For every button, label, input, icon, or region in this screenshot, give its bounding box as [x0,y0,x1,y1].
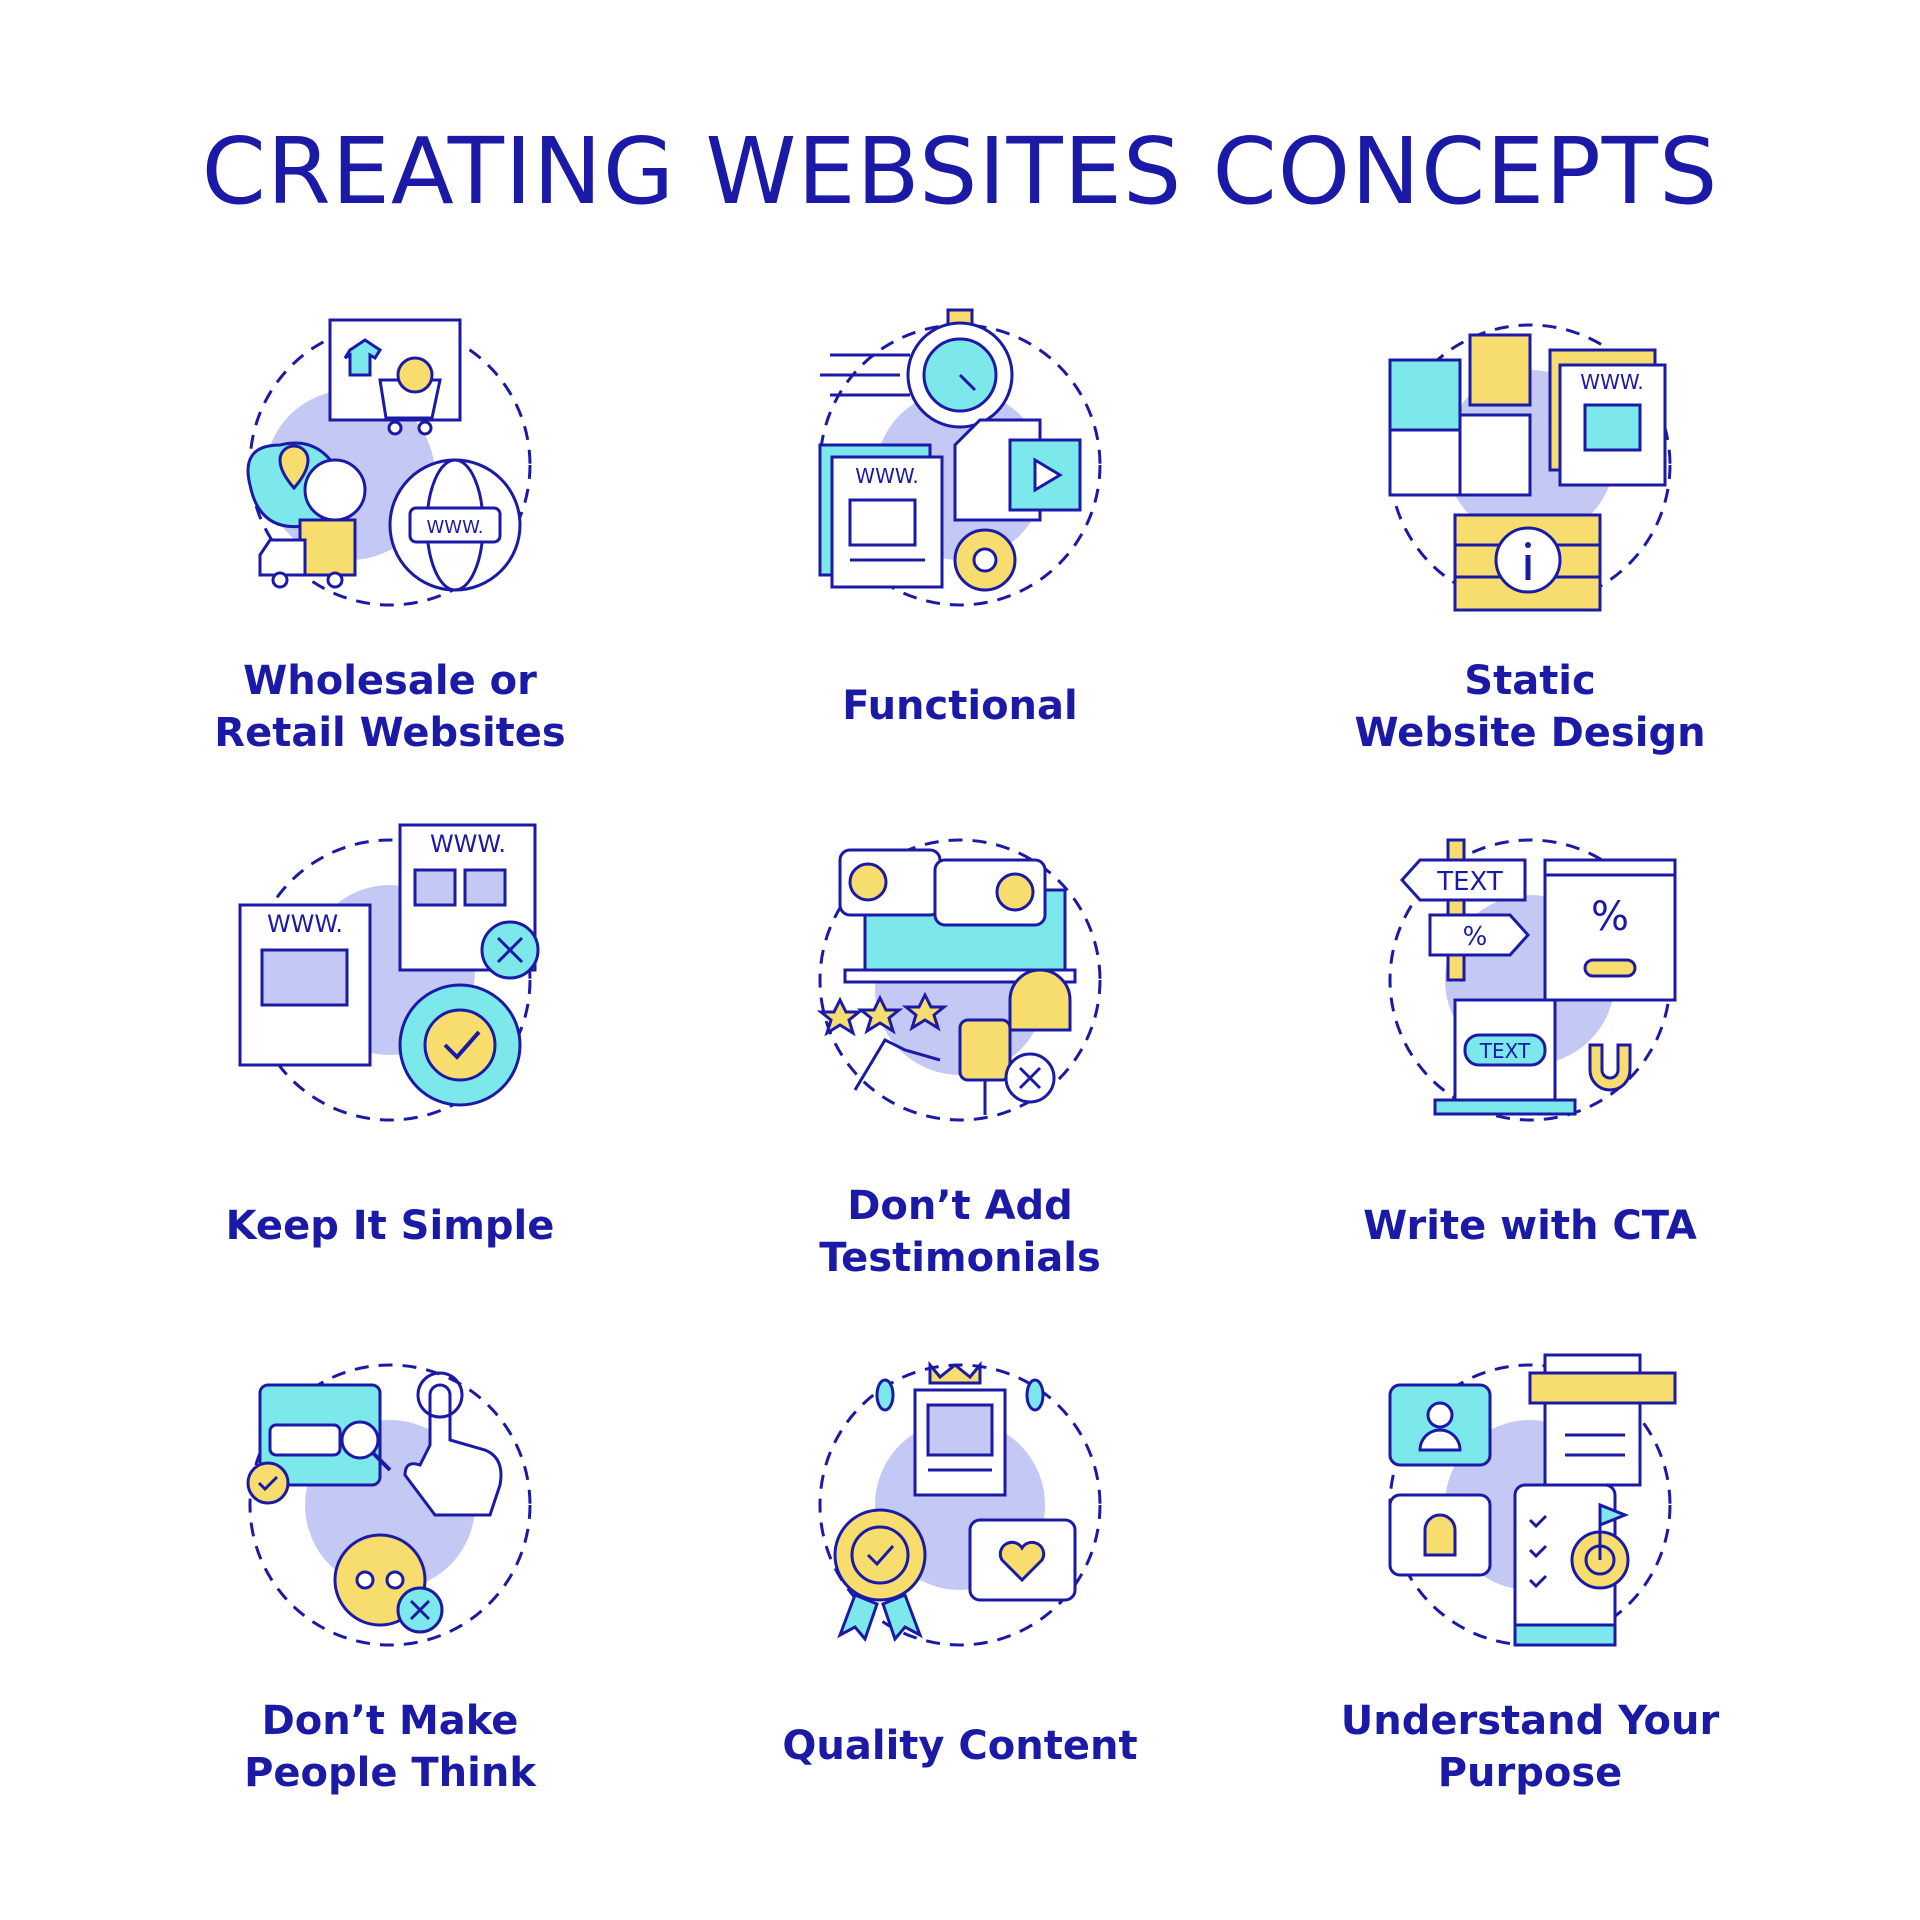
www-label: WWW. [426,517,483,538]
target-goals-icon [1380,1353,1680,1655]
concept-label: Understand Your Purpose [1250,1695,1810,1799]
signpost-discount-icon: TEXT % % TEXT [1380,830,1680,1130]
label-line-1: Quality Content [782,1723,1138,1769]
www-label: WWW. [267,910,343,938]
label-line-1: Write with CTA [1363,1203,1697,1249]
concept-label: Write with CTA [1250,1200,1810,1252]
label-line-2: Retail Websites [214,710,566,756]
label-line-2: Testimonials [819,1235,1101,1281]
concept-label: Keep It Simple [110,1200,670,1252]
stopwatch-media-icon: WWW. [810,308,1110,615]
percent-label: % [1591,894,1629,940]
www-label: WWW. [430,830,506,858]
award-content-icon [810,1355,1110,1655]
label-line-1: Don’t Make [261,1698,519,1744]
percent-label: % [1463,922,1488,952]
label-line-1: Functional [842,683,1078,729]
page-title: CREATING WEBSITES CONCEPTS [201,118,1719,225]
label-line-1: Understand Your [1340,1698,1720,1744]
shop-globe-delivery-icon: WWW. [240,315,540,615]
www-label: WWW. [1580,370,1643,394]
confused-user-click-icon [240,1355,540,1655]
concept-label: Don’t Add Testimonials [680,1180,1240,1284]
concept-label: Wholesale or Retail Websites [110,655,670,759]
label-line-1: Wholesale or [243,658,537,704]
concept-label: Don’t Make People Think [110,1695,670,1799]
reviews-stars-icon [810,830,1110,1130]
www-label: WWW. [855,464,918,488]
text-label: TEXT [1436,867,1503,897]
concept-label: Static Website Design [1250,655,1810,759]
concept-label: Quality Content [680,1720,1240,1772]
label-line-1: Don’t Add [847,1183,1073,1229]
label-line-1: Static [1464,658,1596,704]
label-line-2: People Think [244,1750,536,1796]
text-label: TEXT [1479,1039,1531,1063]
puzzle-webpage-icon: WWW. [1380,315,1680,615]
label-line-1: Keep It Simple [225,1203,555,1249]
label-line-2: Website Design [1354,710,1706,756]
webpages-gear-check-icon: WWW. WWW. [238,823,540,1130]
concept-label: Functional [680,680,1240,732]
label-line-2: Purpose [1437,1750,1623,1796]
